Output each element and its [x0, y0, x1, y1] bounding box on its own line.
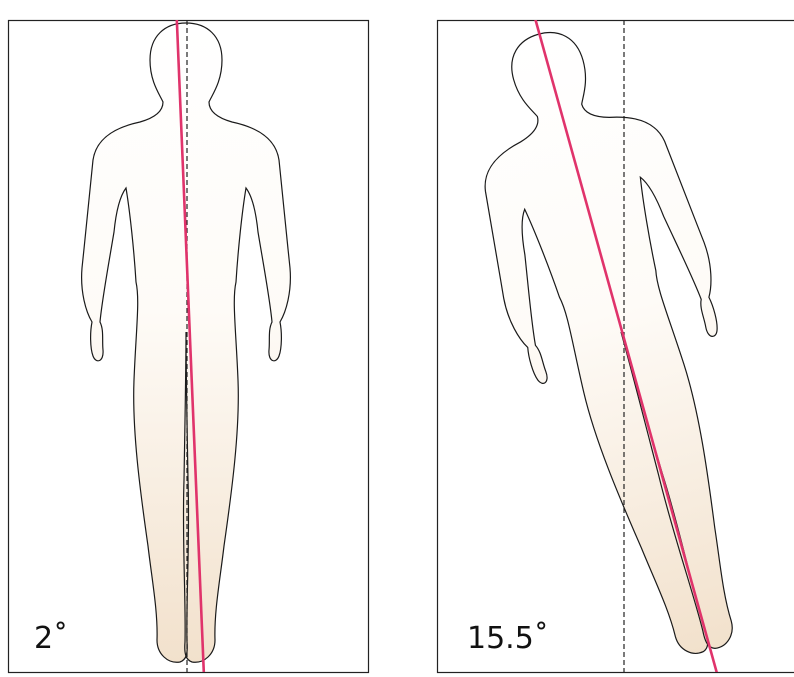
- left-body-silhouette: [82, 23, 291, 662]
- left-panel: 2˚: [9, 0, 369, 677]
- left-angle-label: 2˚: [34, 621, 68, 656]
- right-panel: 15.5˚: [438, 0, 794, 677]
- right-angle-label: 15.5˚: [467, 621, 549, 656]
- right-body-silhouette: [438, 6, 794, 677]
